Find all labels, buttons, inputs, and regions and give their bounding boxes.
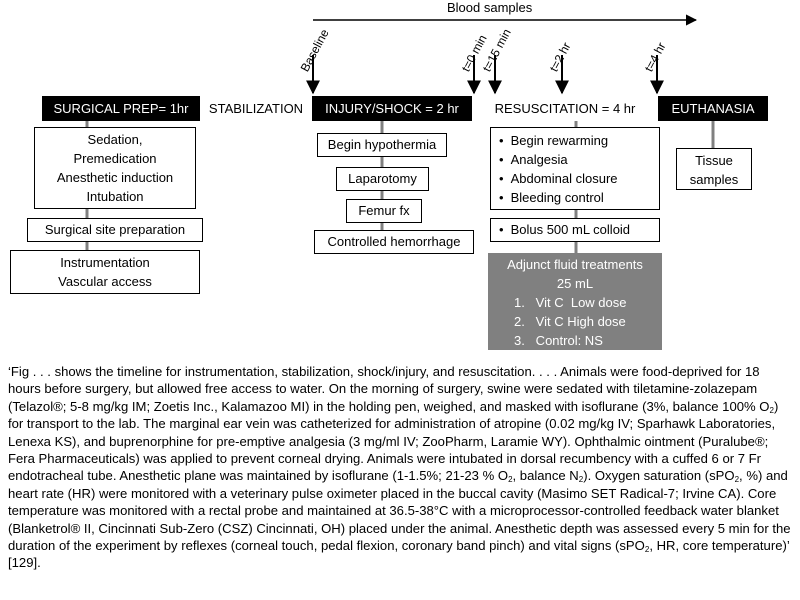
phase-stabilization: STABILIZATION [200,96,312,121]
resus-box-bolus: Bolus 500 mL colloid [490,218,660,242]
adjunct-fluid-box: Adjunct fluid treatments 25 mL 1. Vit C … [488,253,662,350]
adjunct-item: 3. Control: NS [514,333,603,348]
prep-box-site-preparation: Surgical site preparation [27,218,203,242]
injury-box-hypothermia: Begin hypothermia [317,133,447,157]
blood-samples-label: Blood samples [447,0,533,15]
resus-step: Begin rewarming [499,131,659,150]
resus-box-steps: Begin rewarming Analgesia Abdominal clos… [490,127,660,210]
phase-injury-shock: INJURY/SHOCK = 2 hr [312,96,472,121]
phase-euthanasia: EUTHANASIA [658,96,768,121]
resus-step: Abdominal closure [499,169,659,188]
injury-box-controlled-hemorrhage: Controlled hemorrhage [314,230,474,254]
figure-caption: ‘Fig . . . shows the timeline for instru… [8,364,791,571]
injury-box-femur-fx: Femur fx [346,199,422,223]
prep-box-instrumentation: Instrumentation Vascular access [10,250,200,294]
phase-resuscitation: RESUSCITATION = 4 hr [472,96,658,121]
phase-surgical-prep: SURGICAL PREP= 1hr [42,96,200,121]
adjunct-item: 1. Vit C Low dose [514,295,627,310]
resus-step: Analgesia [499,150,659,169]
tissue-samples-box: Tissue samples [676,148,752,190]
adjunct-item: 2. Vit C High dose [514,314,626,329]
injury-box-laparotomy: Laparotomy [336,167,429,191]
prep-box-sedation: Sedation, Premedication Anesthetic induc… [34,127,196,209]
resus-step: Bleeding control [499,188,659,207]
